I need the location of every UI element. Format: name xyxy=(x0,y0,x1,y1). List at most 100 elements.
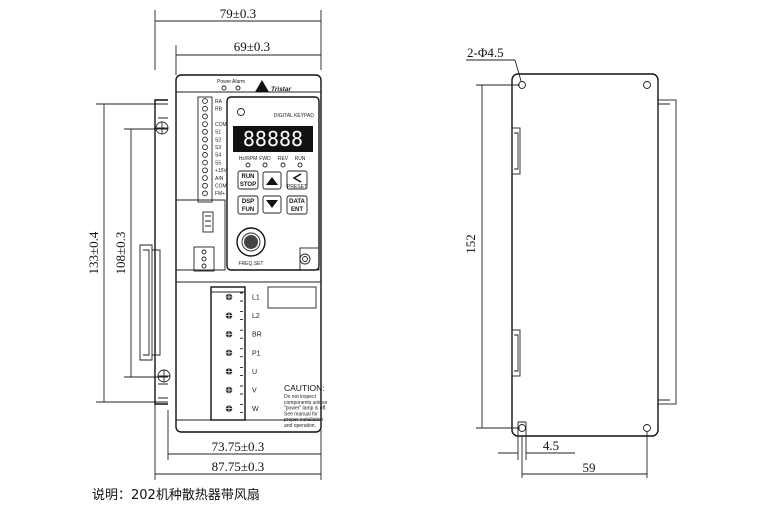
dim-top-outer: 79±0.3 xyxy=(154,6,322,70)
keypad-display-digits: 88888 xyxy=(243,127,303,151)
dim-left-outer: 133±0.4 xyxy=(86,103,168,403)
keypad-led xyxy=(262,162,268,168)
dsp-key-label: DSP xyxy=(242,199,254,205)
keypad-led-label: REV xyxy=(278,156,289,162)
side-body xyxy=(511,73,659,437)
keypad-screw-icon xyxy=(299,253,311,265)
alarm-label: Alarm xyxy=(232,79,245,85)
brand-name: Tristar xyxy=(271,86,292,93)
brand-logo-icon xyxy=(255,80,269,92)
preset-key[interactable] xyxy=(286,170,308,190)
control-terminal-screw xyxy=(202,121,208,127)
control-terminal-label: S1 xyxy=(215,130,221,136)
dim-bottom-inner: 73.75±0.3 xyxy=(167,410,322,480)
control-terminal-label: RB xyxy=(215,107,223,113)
heatsink-plate xyxy=(139,99,171,405)
caution-line: components unless xyxy=(284,400,328,406)
dim-bottom-outer: 87.75±0.3 xyxy=(154,404,321,480)
control-terminal-screw xyxy=(202,152,208,158)
dim-width-label: 59 xyxy=(583,460,596,475)
freq-set-label: FREQ.SET xyxy=(238,261,263,267)
keypad-mount-hole-icon xyxy=(237,108,245,116)
data-ent-key[interactable] xyxy=(286,195,308,215)
keypad-led xyxy=(297,162,303,168)
fan-housing xyxy=(657,99,677,405)
control-terminal-label: S4 xyxy=(215,153,221,159)
control-terminal-screw xyxy=(202,98,208,104)
keypad-display xyxy=(233,126,313,152)
preset-key-label: PRESET xyxy=(287,184,307,190)
power-terminal-label: V xyxy=(252,388,257,395)
alarm-led xyxy=(235,85,241,91)
keypad-led-label: Hz/RPM xyxy=(239,156,258,162)
power-terminal-label: L2 xyxy=(252,313,260,320)
dim-bottom-outer-label: 87.75±0.3 xyxy=(212,459,265,474)
control-terminal-screw xyxy=(202,136,208,143)
mount-hole-top-right xyxy=(643,81,651,89)
top-label-strip: Power Alarm Tristar xyxy=(217,79,292,93)
control-terminal-screw xyxy=(202,182,208,189)
side-clip-top xyxy=(511,127,521,175)
control-terminal-screw xyxy=(202,105,208,112)
stop-key-label: STOP xyxy=(240,182,256,188)
ent-key-label: ENT xyxy=(291,207,303,213)
control-terminal-screw xyxy=(202,113,208,120)
dim-left-inner: 108±0.3 xyxy=(113,128,168,378)
keypad-led-label: RUN xyxy=(295,156,306,162)
control-terminal-screw xyxy=(202,128,208,135)
control-terminal-label: +15V xyxy=(215,168,227,174)
dim-top-outer-label: 79±0.3 xyxy=(220,6,256,21)
dim-top-inner: 69±0.3 xyxy=(175,39,321,75)
control-terminal-label: S5 xyxy=(215,160,221,166)
dim-top-inner-label: 69±0.3 xyxy=(234,39,270,54)
keypad-title: DIGITAL KEYPAD xyxy=(274,113,315,119)
control-terminal-label: RA xyxy=(215,99,223,105)
dim-slot-label: 4.5 xyxy=(543,438,559,453)
freq-set-knob[interactable] xyxy=(236,227,266,257)
down-key[interactable] xyxy=(262,195,282,214)
chevron-left-icon xyxy=(292,173,302,183)
keypad-led xyxy=(245,162,251,168)
caution-line: See manual for xyxy=(284,411,318,417)
control-terminal-screw xyxy=(202,159,208,166)
dim-bottom-inner-label: 73.75±0.3 xyxy=(212,439,265,454)
drawing-caption: 说明：202机种散热器带风扇 xyxy=(92,488,260,503)
keypad-led-label: FWD xyxy=(259,156,271,162)
dsp-fun-key[interactable] xyxy=(237,195,259,215)
power-terminal-label: P1 xyxy=(252,350,261,357)
control-terminal-label: AIN xyxy=(215,176,224,182)
run-stop-key[interactable] xyxy=(237,170,259,190)
control-terminal-screw xyxy=(202,167,208,174)
data-key-label: DATA xyxy=(289,199,305,205)
up-key[interactable] xyxy=(262,171,282,190)
dim-left-outer-label: 133±0.4 xyxy=(86,231,101,274)
control-terminal-screw xyxy=(202,144,208,151)
arrow-down-icon xyxy=(266,200,278,208)
control-terminal-label: S3 xyxy=(215,145,221,151)
dim-left-inner-label: 108±0.3 xyxy=(113,232,128,275)
run-key-label: RUN xyxy=(242,174,255,180)
drive-body xyxy=(175,74,322,433)
caution-line: Do not inspect xyxy=(284,394,317,400)
power-terminal-label: U xyxy=(252,369,257,376)
control-terminal-label: COM xyxy=(215,122,227,128)
control-terminal-label: FM+ xyxy=(215,191,225,197)
control-terminal-label: S2 xyxy=(215,137,221,143)
keypad-led xyxy=(280,162,286,168)
power-led xyxy=(221,85,227,91)
caution-line: and operation. xyxy=(284,423,316,429)
nameplate xyxy=(267,286,317,309)
power-terminal-label: L1 xyxy=(252,295,260,302)
side-view: 2-Φ4.5 152 4.5 59 xyxy=(463,45,677,478)
fun-key-label: FUN xyxy=(242,207,254,213)
control-terminal-screw xyxy=(202,175,208,181)
side-clip-bottom xyxy=(511,329,521,377)
caution-line: "power" lamp is off. xyxy=(284,406,327,412)
small-connectors xyxy=(193,211,215,272)
power-terminal-label: BR xyxy=(252,332,262,339)
dim-height-label: 152 xyxy=(463,234,478,254)
caution-title: CAUTION: xyxy=(284,383,325,393)
hole-label: 2-Φ4.5 xyxy=(467,45,504,60)
